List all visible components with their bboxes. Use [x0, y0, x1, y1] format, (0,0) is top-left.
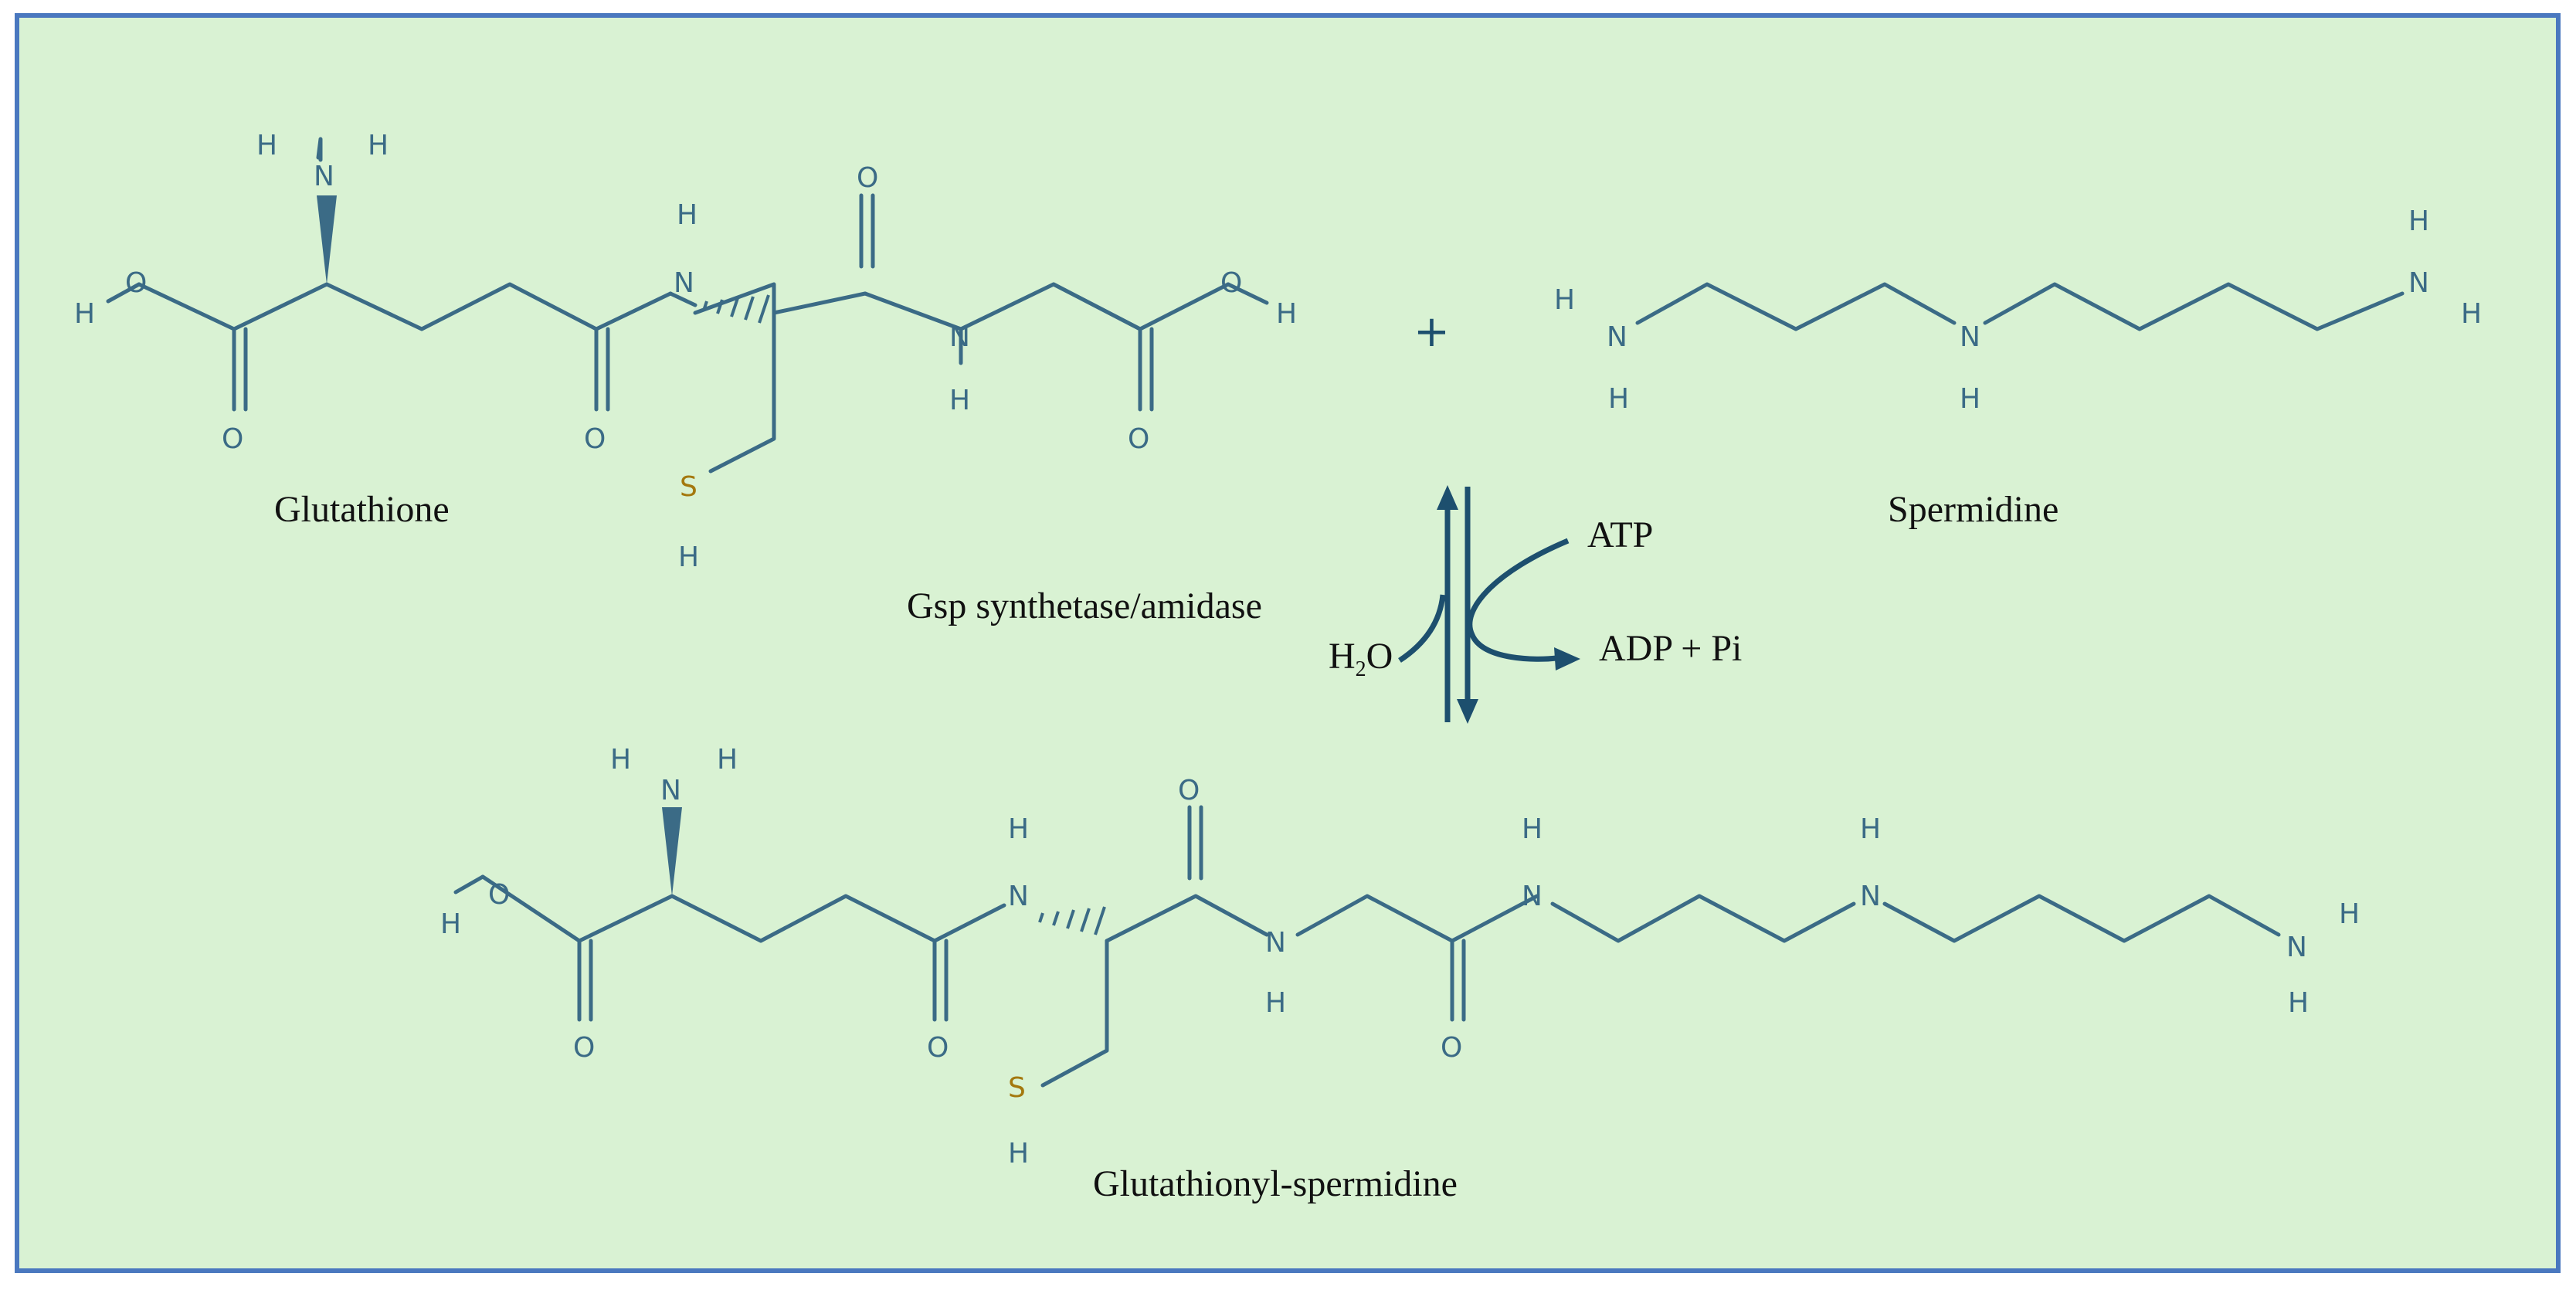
atom-h: H — [2408, 205, 2429, 237]
atom-o: O — [125, 267, 147, 299]
spermidine-label: Spermidine — [1888, 489, 2058, 530]
atom-n: N — [1960, 321, 1980, 353]
enzyme-label: Gsp synthetase/amidase — [907, 586, 1262, 626]
atom-h: H — [677, 199, 697, 231]
glutathionyl-spermidine-label: Glutathionyl-spermidine — [1093, 1163, 1458, 1204]
atom-n: N — [2408, 267, 2429, 299]
diagram-background — [15, 13, 2561, 1273]
water-subscript: 2 — [1356, 657, 1366, 681]
atom-h: H — [1522, 813, 1543, 845]
spermidine-structure: H N H N H H N H — [1554, 205, 2482, 415]
reaction-arrows — [1398, 485, 1580, 724]
atom-h: H — [949, 385, 970, 416]
glutathione-structure: H N H H O O O H N S H O N H O H O — [74, 130, 1297, 573]
plus-sign: + — [1414, 307, 1450, 357]
glutathione-label: Glutathione — [274, 489, 450, 530]
atom-h: H — [1265, 987, 1286, 1019]
atom-n: N — [674, 267, 694, 299]
atom-o: O — [222, 423, 243, 455]
up-arrow-head — [1437, 485, 1458, 510]
atom-o: O — [927, 1032, 949, 1064]
atom-h: H — [2339, 898, 2360, 930]
atom-n: N — [1860, 881, 1881, 912]
atom-h: H — [1860, 813, 1881, 845]
atom-h: H — [2461, 298, 2482, 330]
atom-n: N — [1008, 881, 1029, 912]
atom-o: O — [1220, 267, 1242, 299]
atp-label: ATP — [1587, 514, 1653, 555]
atom-h: H — [74, 298, 95, 330]
atom-h: H — [678, 541, 699, 573]
atom-s: S — [1008, 1072, 1026, 1104]
adp-pi-label: ADP + Pi — [1599, 628, 1742, 669]
water-o: O — [1366, 636, 1393, 677]
atom-o: O — [1178, 775, 1200, 806]
atom-h: H — [256, 130, 277, 161]
water-label: H2O — [1329, 636, 1393, 681]
atom-n: N — [1265, 927, 1286, 959]
adp-arrow-head — [1554, 647, 1580, 670]
atom-h: H — [717, 744, 738, 776]
atom-n: N — [1522, 881, 1543, 912]
atom-h: H — [1008, 1138, 1029, 1169]
down-arrow-head — [1457, 699, 1478, 724]
atom-n: N — [949, 321, 970, 353]
glutathionyl-spermidine-structure: H N H H O O O H N S H O N H O H N H N N … — [440, 744, 2360, 1169]
atom-o: O — [488, 879, 510, 911]
atom-h: H — [1554, 284, 1575, 316]
atom-o: O — [573, 1032, 595, 1064]
atom-h: H — [1008, 813, 1029, 845]
atom-h: H — [1960, 383, 1980, 415]
water-h: H — [1329, 636, 1356, 677]
atom-h: H — [368, 130, 389, 161]
atom-o: O — [857, 162, 878, 194]
atom-h: H — [1608, 383, 1629, 415]
atom-h: H — [1276, 298, 1297, 330]
atom-n: N — [1607, 321, 1627, 353]
atom-h: H — [2288, 987, 2309, 1019]
atom-n: N — [314, 161, 334, 192]
atom-o: O — [1128, 423, 1149, 455]
atom-o: O — [1441, 1032, 1462, 1064]
atom-h: H — [610, 744, 631, 776]
atom-n: N — [660, 775, 681, 806]
atom-o: O — [584, 423, 606, 455]
atom-h: H — [440, 908, 461, 940]
atom-n: N — [2286, 932, 2307, 963]
atom-s: S — [680, 471, 697, 503]
